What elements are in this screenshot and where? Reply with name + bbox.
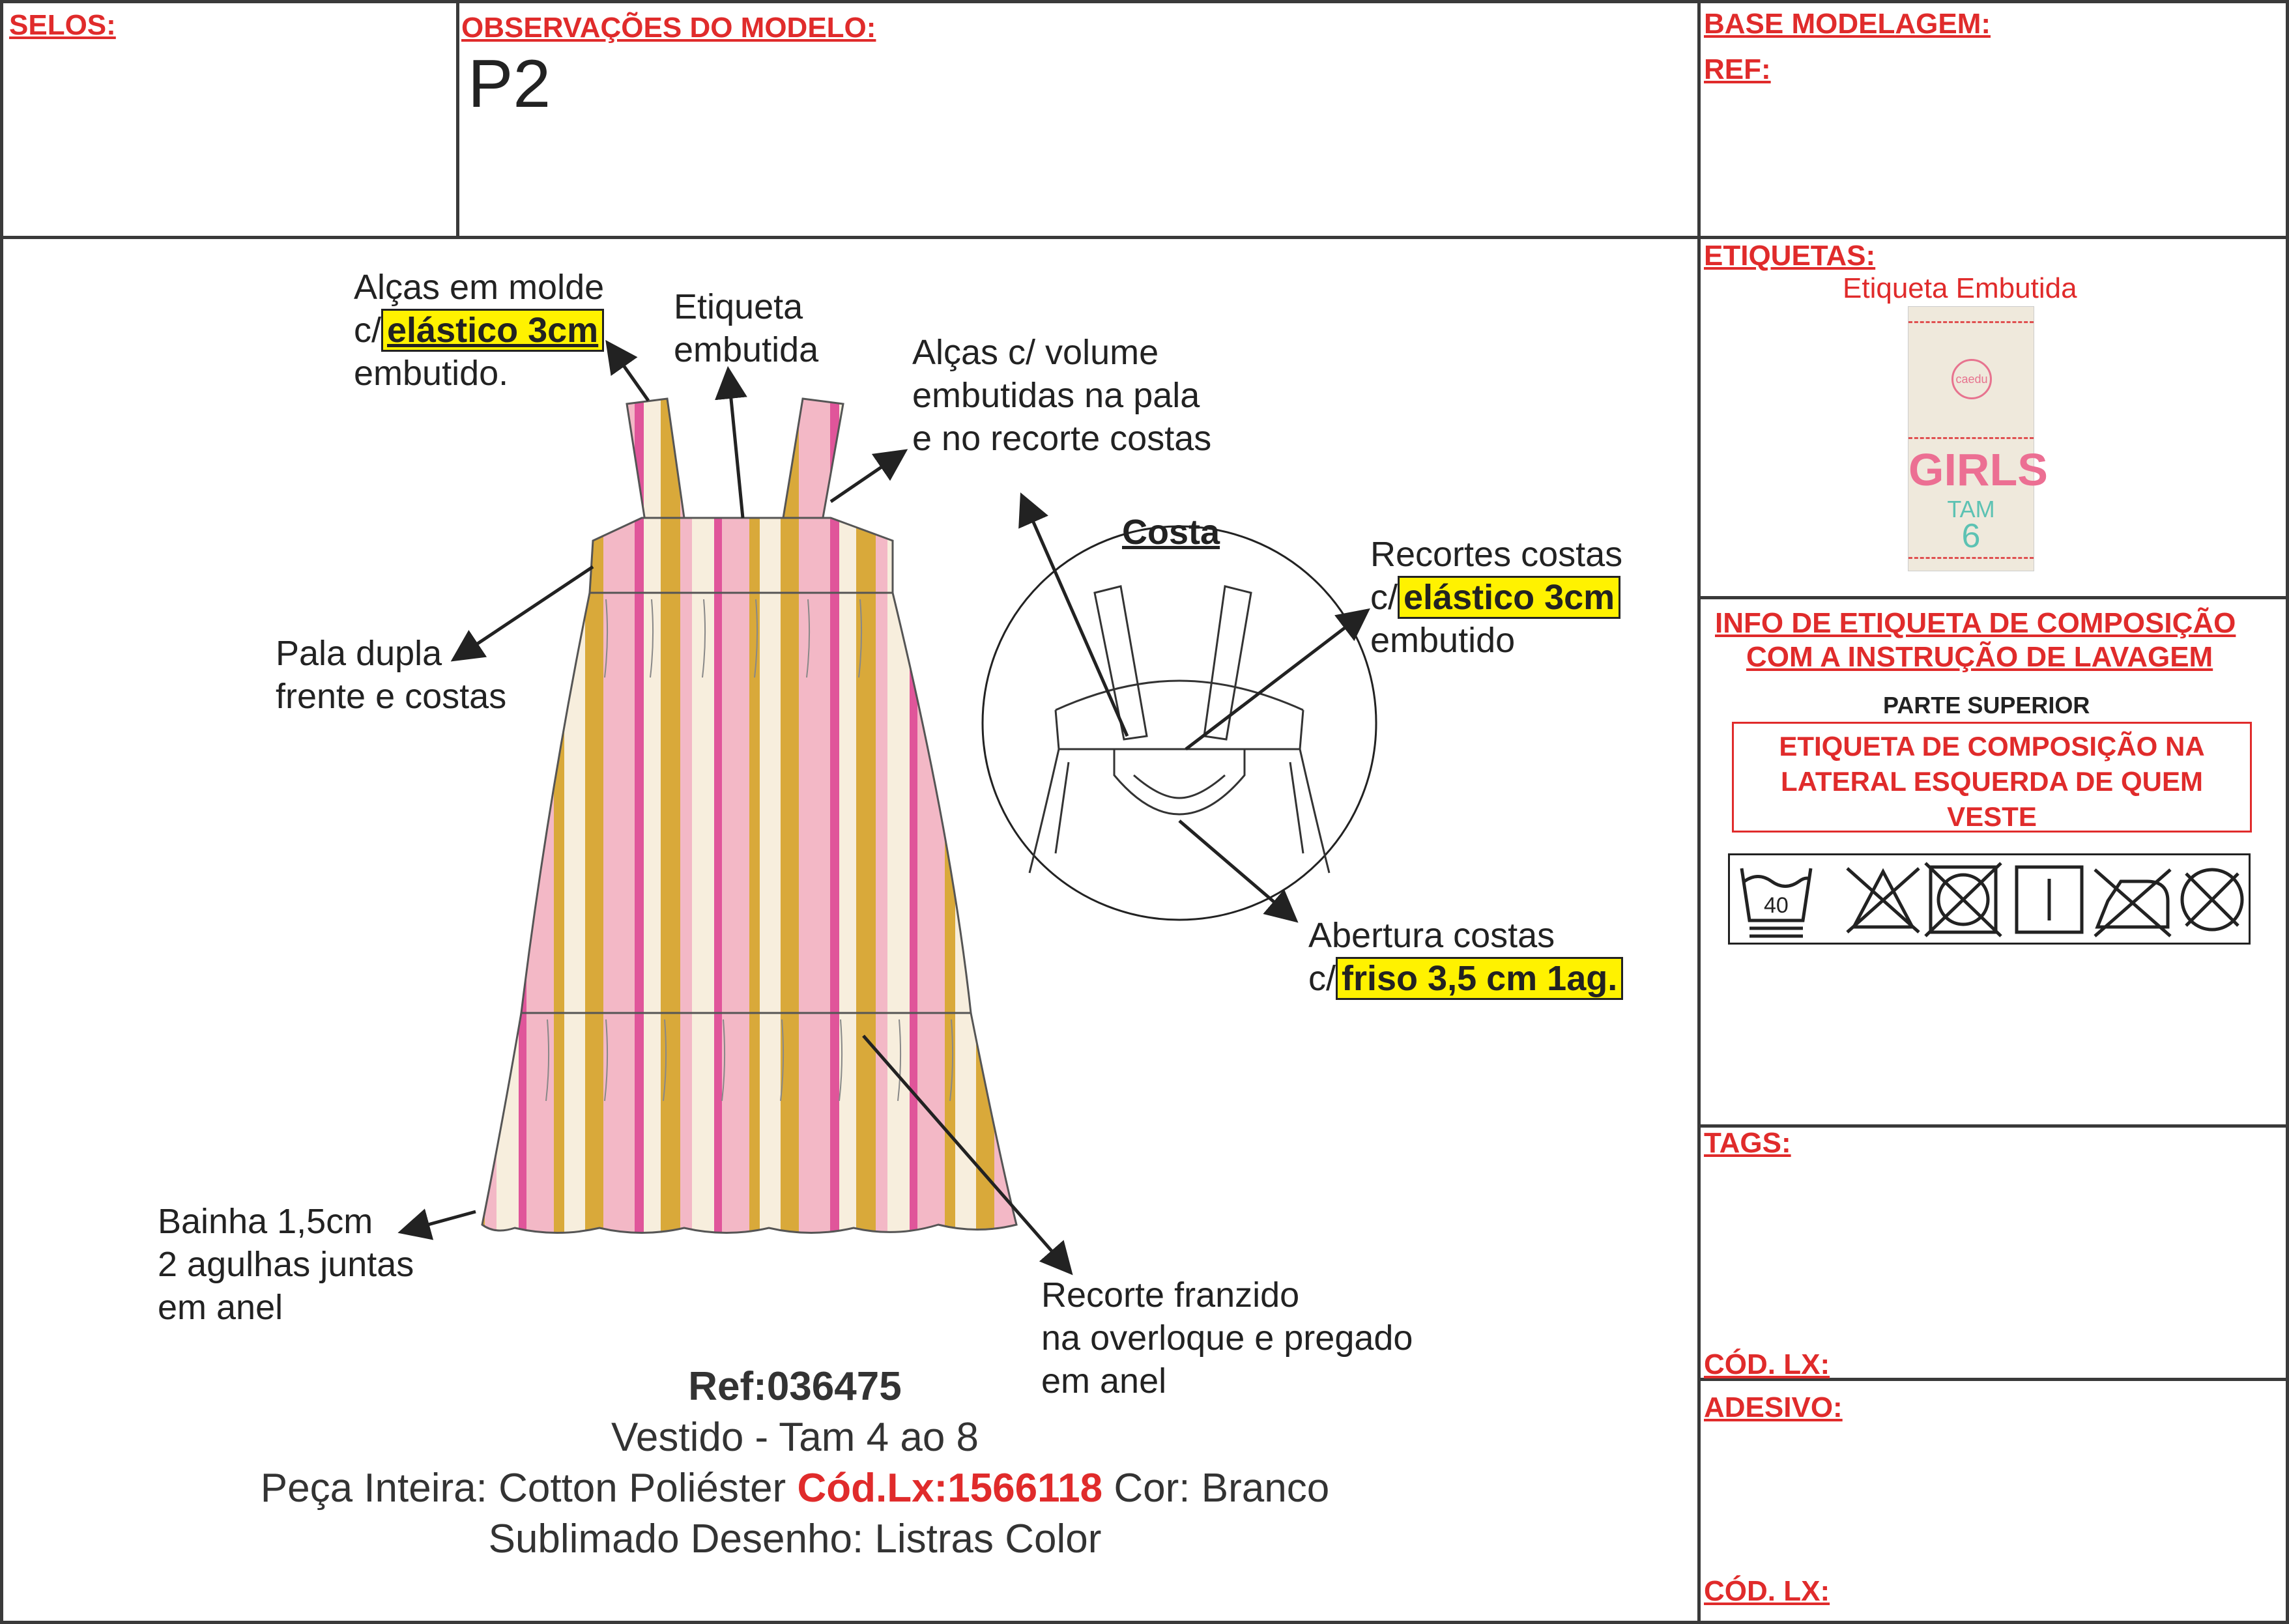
composicao-line2: LATERAL ESQUERDA DE QUEM — [1781, 766, 2203, 797]
alcas-molde-line2: c/elástico 3cm — [354, 309, 605, 352]
recortes-line2: c/elástico 3cm — [1370, 576, 1622, 619]
size-value: 6 — [1961, 517, 1981, 555]
ref-label: REF: — [1704, 53, 1771, 85]
recorte-franzido-line1: Recorte franzido — [1041, 1275, 1300, 1315]
recorte-franzido-annotation: Recorte franzido na overloque e pregado … — [1041, 1274, 1413, 1403]
product-color: Cor: Branco — [1114, 1466, 1330, 1511]
pala-line1: Pala dupla — [276, 634, 442, 673]
alcas-molde-annotation: Alças em molde c/elástico 3cm embutido. — [354, 266, 605, 395]
info-title-line2: COM A INSTRUÇÃO DE LAVAGEM — [1746, 641, 2213, 673]
right-strap — [782, 397, 844, 522]
bainha-line1: Bainha 1,5cm — [158, 1202, 373, 1241]
etiqueta-title: Etiqueta Embutida — [1843, 272, 2077, 304]
alcas-molde-line3: embutido. — [354, 354, 509, 393]
product-description: Vestido - Tam 4 ao 8 — [611, 1415, 979, 1460]
etiqueta-annotation: Etiqueta embutida — [674, 285, 818, 371]
recorte-franzido-line2: na overloque e pregado — [1041, 1318, 1413, 1358]
pala-line2: frente e costas — [276, 677, 507, 716]
product-cod-lx: Cód.Lx:1566118 — [797, 1466, 1103, 1511]
product-print: Sublimado Desenho: Listras Color — [488, 1517, 1102, 1561]
wash-temp: 40 — [1764, 893, 1789, 918]
tags-box — [1697, 1124, 2289, 1381]
tag-dash-line-top — [1908, 321, 2034, 323]
tag-dash-line-mid — [1908, 437, 2034, 439]
product-info: Ref:036475 Vestido - Tam 4 ao 8 Peça Int… — [0, 1361, 1590, 1565]
product-material-line: Peça Inteira: Cotton Poliéster Cód.Lx:15… — [0, 1463, 1590, 1514]
abertura-annotation: Abertura costas c/friso 3,5 cm 1ag. — [1308, 914, 1624, 1000]
cod-lx-label-1: CÓD. LX: — [1704, 1348, 1830, 1380]
product-ref: Ref:036475 — [688, 1364, 902, 1409]
pala-annotation: Pala dupla frente e costas — [276, 632, 506, 718]
base-modelagem-label: BASE MODELAGEM: — [1704, 8, 1991, 40]
selos-label: SELOS: — [9, 9, 116, 41]
adesivo-label: ADESIVO: — [1704, 1391, 1843, 1423]
abertura-line1: Abertura costas — [1308, 916, 1555, 955]
abertura-line2: c/friso 3,5 cm 1ag. — [1308, 957, 1624, 1000]
yoke — [588, 517, 894, 594]
label-tag: caedu GIRLS TAM 6 — [1908, 306, 2048, 571]
girls-text: GIRLS — [1908, 444, 2048, 495]
composicao-box: ETIQUETA DE COMPOSIÇÃO NA LATERAL ESQUER… — [1732, 722, 2252, 833]
recortes-line3: embutido — [1370, 621, 1516, 660]
recortes-annotation: Recortes costas c/elástico 3cm embutido — [1370, 533, 1622, 662]
ruffle-tier — [481, 1012, 1018, 1234]
bainha-line2: 2 agulhas juntas — [158, 1245, 414, 1284]
left-strap — [626, 397, 685, 522]
abertura-highlight: friso 3,5 cm 1ag. — [1336, 957, 1624, 1000]
etiqueta-line1: Etiqueta — [674, 287, 803, 326]
recortes-highlight: elástico 3cm — [1398, 576, 1621, 619]
etiquetas-label: ETIQUETAS: — [1704, 240, 1876, 272]
alcas-molde-prefix: c/ — [354, 311, 382, 350]
tag-dash-line-bottom — [1908, 557, 2034, 559]
etiqueta-line2: embutida — [674, 330, 819, 369]
alcas-volume-line3: e no recorte costas — [912, 419, 1212, 458]
care-symbols-box: 40 — [1728, 853, 2251, 945]
recortes-line1: Recortes costas — [1370, 535, 1623, 574]
tam-text: TAM — [1947, 496, 1995, 522]
recortes-prefix: c/ — [1370, 578, 1398, 617]
caedu-logo: caedu — [1951, 359, 1992, 399]
alcas-molde-line1: Alças em molde — [354, 268, 605, 307]
alcas-volume-annotation: Alças c/ volume embutidas na pala e no r… — [912, 331, 1211, 460]
dress-body — [520, 591, 972, 1014]
no-bleach-icon — [1846, 867, 1920, 933]
observacoes-value: P2 — [468, 46, 551, 122]
alcas-molde-highlight: elástico 3cm — [381, 309, 605, 352]
tags-label: TAGS: — [1704, 1127, 1791, 1159]
bainha-annotation: Bainha 1,5cm 2 agulhas juntas em anel — [158, 1200, 414, 1329]
cod-lx-label-2: CÓD. LX: — [1704, 1575, 1830, 1607]
observacoes-label: OBSERVAÇÕES DO MODELO: — [461, 12, 876, 44]
costa-title: Costa — [1122, 513, 1220, 552]
recorte-franzido-line3: em anel — [1041, 1361, 1167, 1401]
no-tumble-dry-icon — [1924, 862, 2002, 937]
abertura-prefix: c/ — [1308, 959, 1336, 998]
composicao-line3: VESTE — [1947, 801, 2037, 832]
bainha-line3: em anel — [158, 1288, 283, 1327]
parte-superior: PARTE SUPERIOR — [1883, 692, 2090, 719]
composicao-line1: ETIQUETA DE COMPOSIÇÃO NA — [1779, 731, 2205, 762]
care-symbols-svg: 40 — [1740, 862, 2244, 938]
wash-40-icon — [1740, 868, 1813, 938]
adesivo-box — [1697, 1378, 2289, 1624]
costa-detail-circle — [981, 525, 1377, 921]
alcas-volume-line2: embutidas na pala — [912, 376, 1200, 415]
costa-sketch — [1028, 585, 1331, 874]
info-title-line1: INFO DE ETIQUETA DE COMPOSIÇÃO — [1715, 607, 2236, 639]
product-material: Peça Inteira: Cotton Poliéster — [260, 1466, 786, 1511]
alcas-volume-line1: Alças c/ volume — [912, 333, 1159, 372]
no-dry-clean-icon — [2180, 868, 2244, 932]
line-dry-icon — [2015, 865, 2084, 934]
no-iron-icon — [2094, 868, 2172, 937]
technical-drawing — [397, 339, 1377, 1275]
